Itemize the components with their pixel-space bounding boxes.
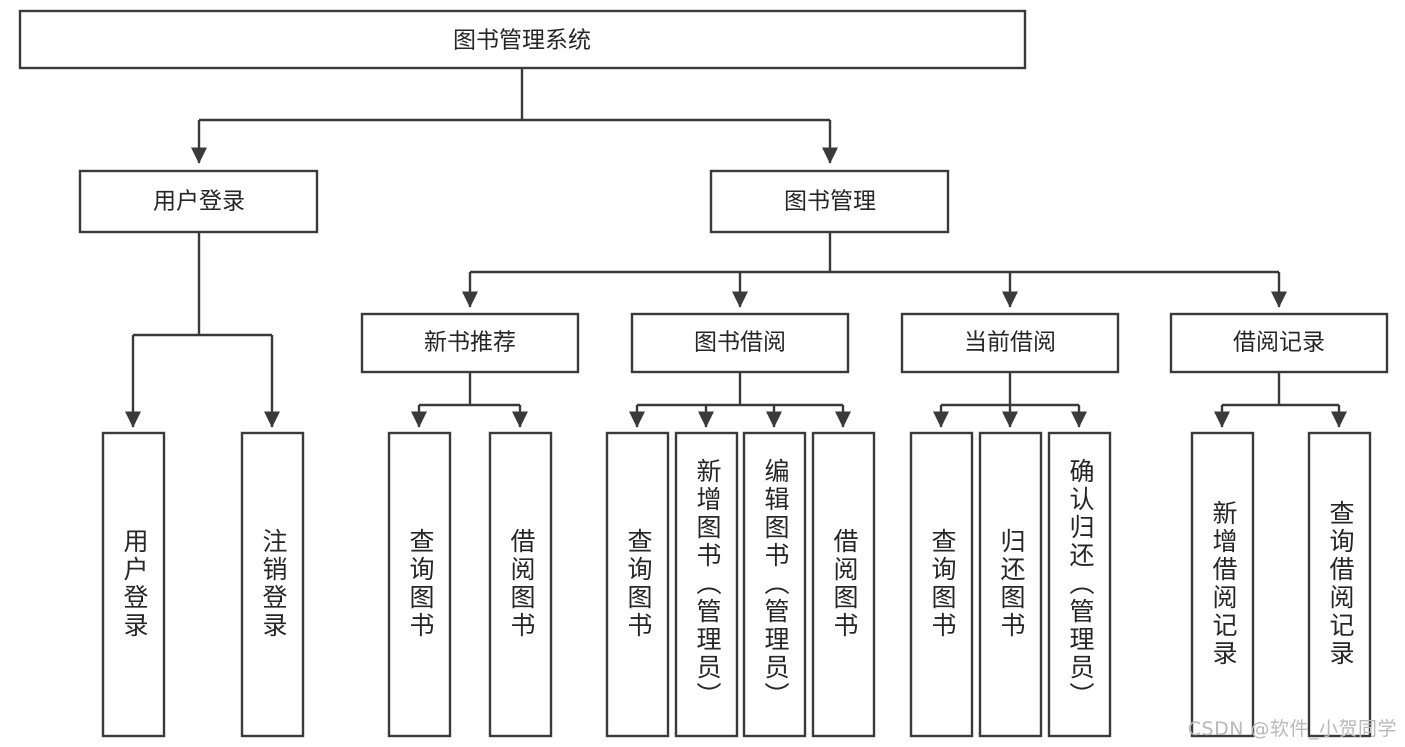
leaf-query-record[interactable]: 查询借阅记录 — [1307, 431, 1372, 738]
node-current-borrow[interactable]: 当前借阅 — [900, 312, 1120, 374]
leaf-borrow-book-1-label: 借阅图书 — [507, 528, 536, 640]
leaf-add-record-box[interactable] — [1190, 431, 1255, 738]
leaf-confirm-return[interactable]: 确认归还（管理员） — [1047, 431, 1112, 738]
leaf-user-logout-label: 注销登录 — [259, 528, 288, 640]
leaf-query-book-3-box[interactable] — [909, 431, 974, 738]
leaf-user-login-label: 用户登录 — [120, 528, 149, 640]
node-book-management[interactable]: 图书管理 — [709, 169, 950, 234]
leaf-borrow-book-2[interactable]: 借阅图书 — [811, 431, 876, 738]
leaf-user-login[interactable]: 用户登录 — [101, 431, 166, 738]
leaf-user-login-box[interactable] — [101, 431, 166, 738]
node-root-label: 图书管理系统 — [453, 28, 591, 54]
node-new-book-recommend[interactable]: 新书推荐 — [360, 312, 580, 374]
node-new-book-recommend-label: 新书推荐 — [424, 330, 516, 356]
leaf-query-book-1-box[interactable] — [387, 431, 452, 738]
leaf-query-book-3[interactable]: 查询图书 — [909, 431, 974, 738]
node-book-management-label: 图书管理 — [784, 189, 876, 215]
leaf-query-record-label: 查询借阅记录 — [1326, 500, 1355, 668]
leaf-add-record-label: 新增借阅记录 — [1209, 500, 1238, 668]
leaf-query-record-box[interactable] — [1307, 431, 1372, 738]
leaf-confirm-return-box[interactable] — [1047, 431, 1112, 738]
leaf-add-record[interactable]: 新增借阅记录 — [1190, 431, 1255, 738]
leaf-borrow-book-1[interactable]: 借阅图书 — [488, 431, 553, 738]
leaf-edit-book-box[interactable] — [742, 431, 807, 738]
leaf-edit-book[interactable]: 编辑图书（管理员） — [742, 431, 807, 738]
leaf-return-book-box[interactable] — [978, 431, 1043, 738]
node-root[interactable]: 图书管理系统 — [18, 9, 1027, 70]
connectors-borrowrecord-to-leaves — [1213, 372, 1348, 428]
node-book-borrow-box[interactable] — [630, 312, 850, 374]
leaf-borrow-book-1-box[interactable] — [488, 431, 553, 738]
node-current-borrow-label: 当前借阅 — [964, 330, 1056, 356]
connectors-root-to-level2 — [190, 68, 839, 164]
connectors-currentborrow-to-leaves — [932, 372, 1088, 428]
leaf-user-logout-box[interactable] — [240, 431, 305, 738]
node-user-login-box[interactable] — [78, 169, 319, 234]
leaf-query-book-1-label: 查询图书 — [406, 528, 435, 640]
leaf-query-book-1[interactable]: 查询图书 — [387, 431, 452, 738]
node-new-book-recommend-box[interactable] — [360, 312, 580, 374]
node-book-borrow-label: 图书借阅 — [694, 330, 786, 356]
connectors-bookmgmt-to-level3 — [461, 232, 1288, 308]
leaf-query-book-2-label: 查询图书 — [624, 528, 653, 640]
leaf-borrow-book-2-label: 借阅图书 — [830, 528, 859, 640]
leaf-confirm-return-label: 确认归还（管理员） — [1066, 458, 1095, 710]
node-borrow-record-box[interactable] — [1169, 312, 1389, 374]
connectors-bookborrow-to-leaves — [628, 372, 852, 428]
connectors-newbook-to-leaves — [410, 372, 529, 428]
leaf-borrow-book-2-box[interactable] — [811, 431, 876, 738]
leaf-add-book-label: 新增图书（管理员） — [693, 458, 722, 710]
leaf-query-book-2[interactable]: 查询图书 — [605, 431, 670, 738]
node-current-borrow-box[interactable] — [900, 312, 1120, 374]
leaf-query-book-3-label: 查询图书 — [928, 528, 957, 640]
node-book-borrow[interactable]: 图书借阅 — [630, 312, 850, 374]
connectors-userlogin-to-leaves — [124, 232, 281, 428]
node-borrow-record[interactable]: 借阅记录 — [1169, 312, 1389, 374]
leaf-query-book-2-box[interactable] — [605, 431, 670, 738]
leaf-add-book[interactable]: 新增图书（管理员） — [674, 431, 739, 738]
leaf-user-logout[interactable]: 注销登录 — [240, 431, 305, 738]
node-user-login-label: 用户登录 — [153, 189, 245, 215]
node-user-login[interactable]: 用户登录 — [78, 169, 319, 234]
node-book-management-box[interactable] — [709, 169, 950, 234]
leaf-edit-book-label: 编辑图书（管理员） — [761, 458, 790, 710]
leaf-return-book[interactable]: 归还图书 — [978, 431, 1043, 738]
leaf-add-book-box[interactable] — [674, 431, 739, 738]
node-borrow-record-label: 借阅记录 — [1233, 330, 1325, 356]
node-root-box[interactable] — [18, 9, 1027, 70]
leaf-return-book-label: 归还图书 — [997, 528, 1026, 640]
